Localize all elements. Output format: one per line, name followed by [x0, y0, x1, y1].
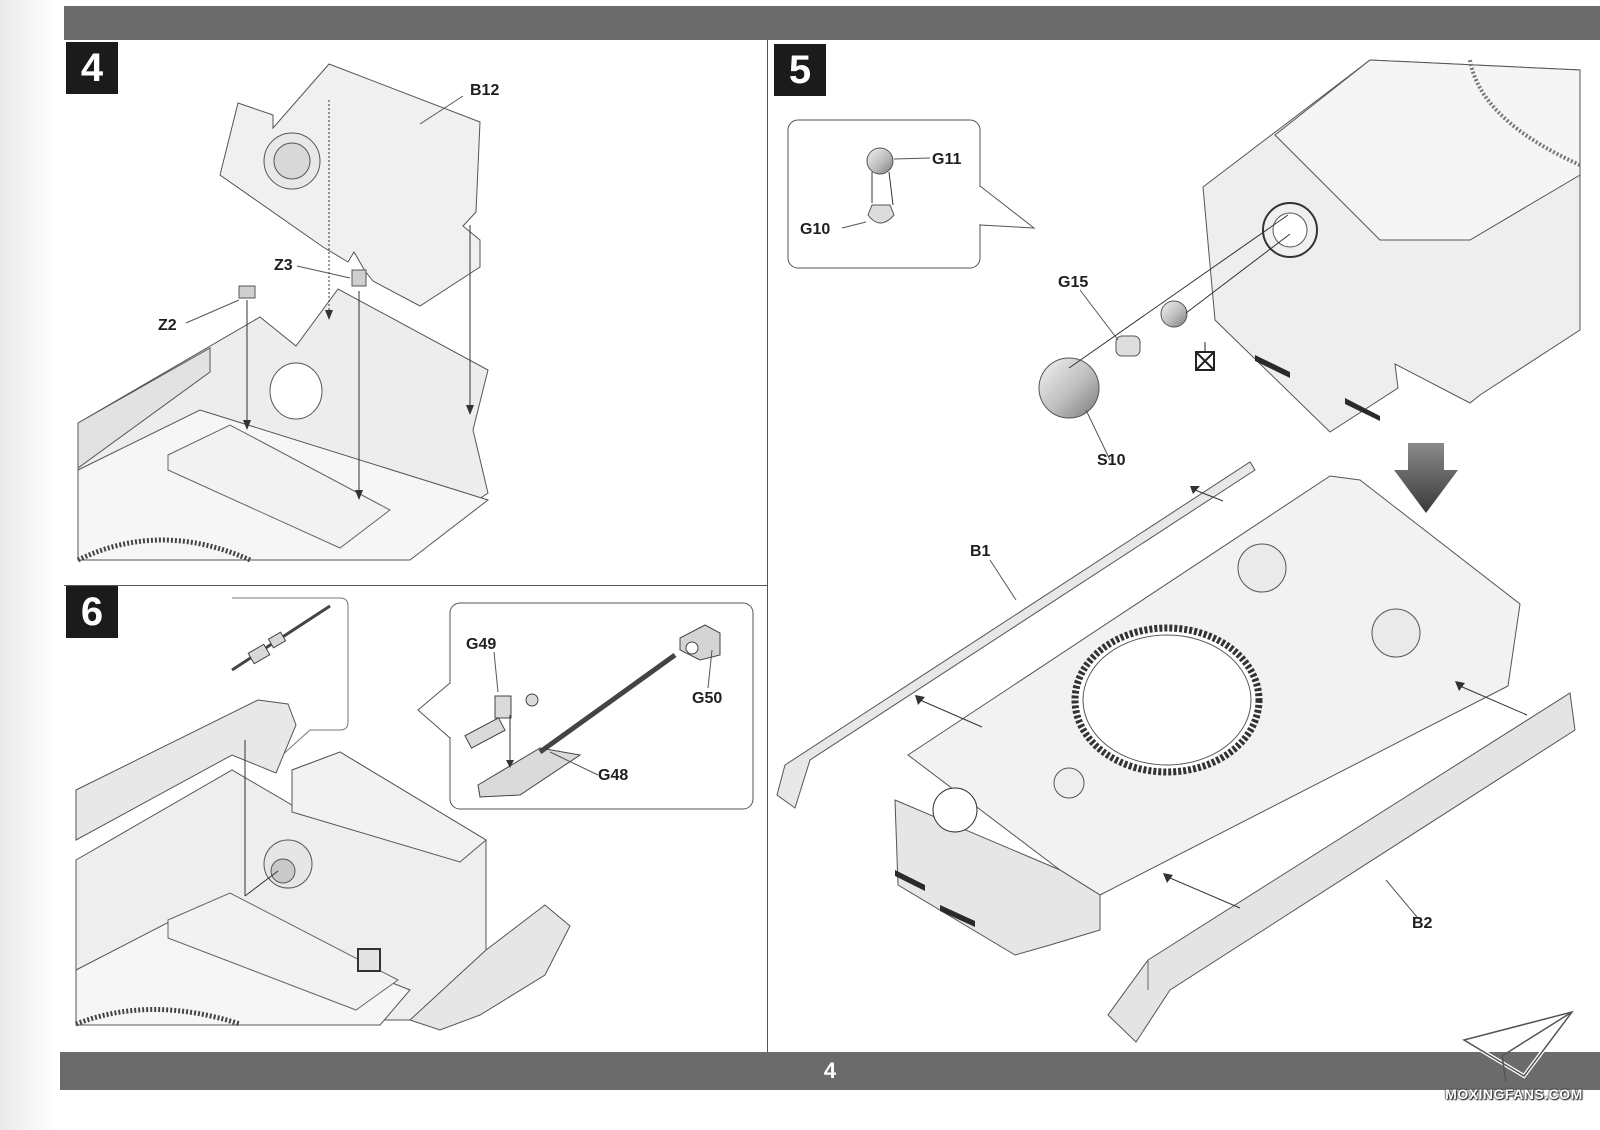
- label-g48: G48: [598, 767, 629, 784]
- lower-hull-port: [932, 787, 978, 833]
- label-g11: G11: [932, 151, 962, 168]
- step6-drawing: [75, 597, 754, 1031]
- part-gun-assembly: [231, 604, 331, 672]
- step-4-badge: 4: [66, 42, 118, 94]
- label-b12: B12: [470, 82, 500, 99]
- part-g15: [1115, 335, 1141, 357]
- binding-shadow: [0, 0, 58, 1130]
- part-b1-fender: [776, 461, 1256, 809]
- top-bar: [64, 6, 1600, 40]
- step-5-badge: 5: [774, 44, 826, 96]
- floor-hatch-panel: [167, 424, 391, 549]
- label-b2: B2: [1412, 915, 1433, 932]
- step6-rear-plate: [291, 751, 487, 863]
- paper-plane-logo-icon: [1462, 1010, 1576, 1083]
- lower-hull-rear-plate: [894, 799, 1101, 956]
- part-ball: [1160, 300, 1188, 328]
- part-b2-fender: [1107, 692, 1576, 1043]
- part-g11: [866, 147, 894, 175]
- label-g15: G15: [1058, 274, 1089, 291]
- panel-divider-horizontal: [64, 585, 767, 586]
- page-footer-bar: 4: [60, 1052, 1600, 1090]
- watermark-text: MOXINGFANS.COM: [1445, 1086, 1583, 1102]
- step6-right-fender: [409, 904, 571, 1031]
- step-6-badge: 6: [66, 586, 118, 638]
- part-g49: [464, 693, 539, 749]
- part-z2: [238, 285, 256, 299]
- step5-detail-inset: [787, 119, 981, 269]
- label-s10: S10: [1097, 452, 1126, 469]
- part-z3: [351, 269, 367, 287]
- label-g49: G49: [466, 636, 497, 653]
- label-z3: Z3: [274, 257, 293, 274]
- upper-hull-deck: [1274, 59, 1581, 241]
- step4-drawing: [76, 63, 490, 563]
- part-g48: [477, 652, 677, 798]
- step5-drawing: [776, 59, 1581, 1043]
- no-glue-icon: [1195, 342, 1215, 371]
- label-g10: G10: [800, 221, 831, 238]
- label-z2: Z2: [158, 317, 177, 334]
- step6-left-fender: [75, 699, 297, 841]
- part-s10: [1038, 357, 1100, 419]
- panel-divider-vertical: [767, 40, 768, 1052]
- hull-port-hole: [269, 362, 323, 420]
- label-b1: B1: [970, 543, 991, 560]
- part-g10: [867, 204, 895, 224]
- hull-left-wall: [77, 347, 211, 469]
- down-arrow-icon: [1394, 443, 1458, 513]
- step6-callout-left: [232, 597, 349, 768]
- part-b12-plate: [219, 63, 481, 307]
- page-number: 4: [823, 1058, 837, 1083]
- part-g50: [679, 624, 721, 661]
- label-g50: G50: [692, 690, 723, 707]
